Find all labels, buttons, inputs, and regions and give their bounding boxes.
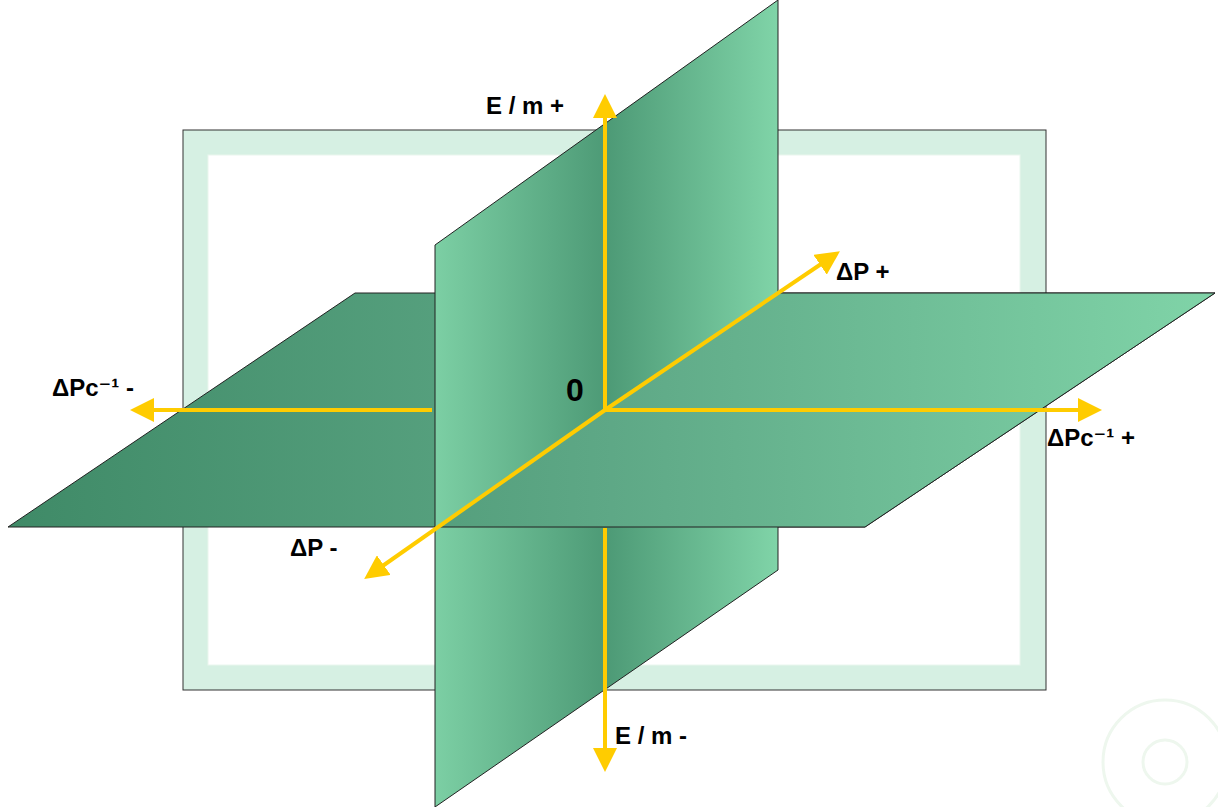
axis-label: E / m - — [615, 722, 687, 750]
axis-label: ΔPc⁻¹ - — [52, 374, 134, 402]
axis-label: E / m + — [486, 92, 564, 120]
origin-label: 0 — [566, 372, 584, 409]
watermark-emblem — [1103, 700, 1218, 807]
axis-label: ΔPc⁻¹ + — [1047, 424, 1135, 452]
horizontal-plane-front — [437, 293, 1215, 527]
axis-label: ΔP - — [290, 534, 337, 562]
axes — [142, 106, 1090, 760]
horizontal-plane-edge — [437, 293, 1215, 527]
axis-label: ΔP + — [836, 258, 890, 286]
